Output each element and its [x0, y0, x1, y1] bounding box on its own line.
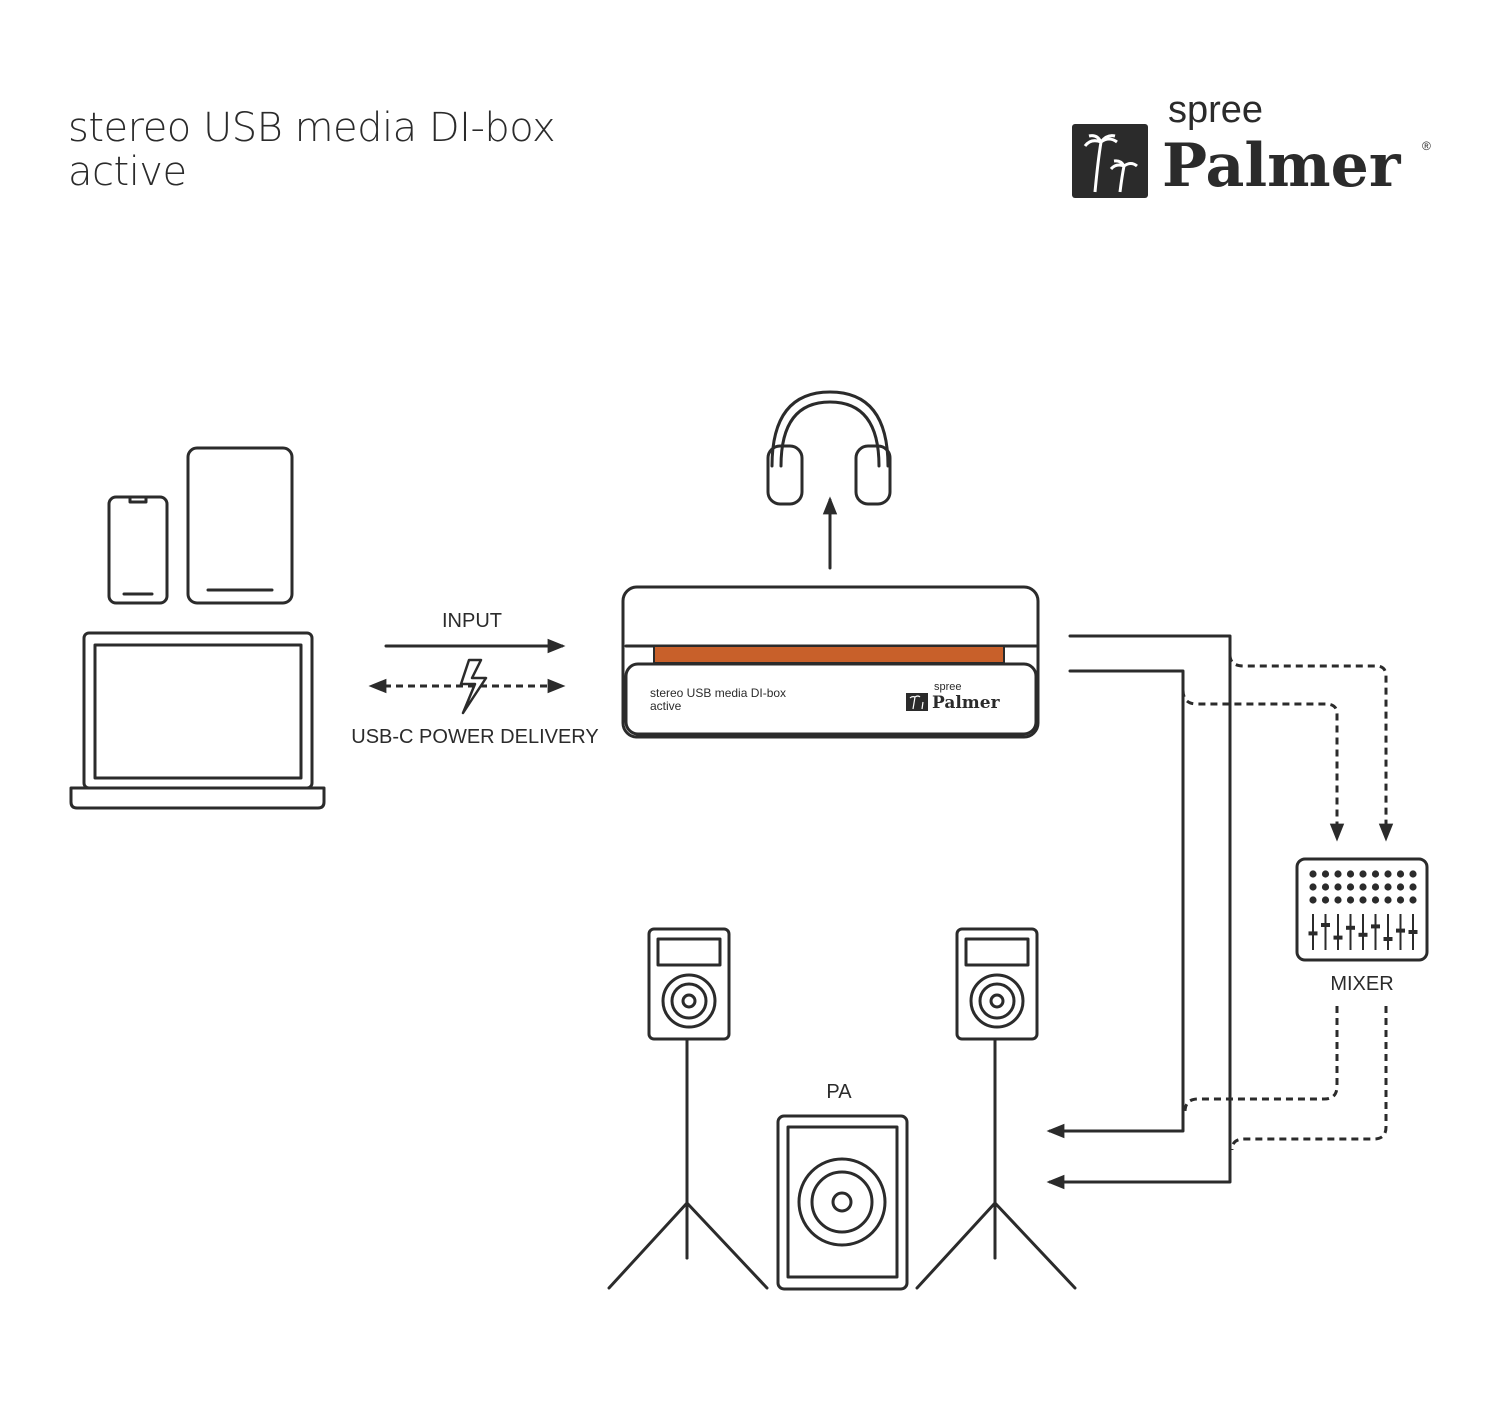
output-lines — [1046, 634, 1232, 1190]
di-box-device: stereo USB media DI-box active spree Pal… — [621, 585, 1040, 739]
device-palm-logo-icon — [906, 693, 928, 711]
mixer-knob — [1334, 870, 1342, 878]
subwoofer-icon: PA — [776, 1081, 909, 1291]
input-label: INPUT — [442, 610, 502, 632]
mixer-knob — [1334, 896, 1342, 904]
mixer-knobs — [1309, 870, 1417, 904]
device-brand-name: Palmer — [932, 693, 1001, 713]
mixer-knob — [1384, 883, 1392, 891]
palm-logo-icon — [1072, 124, 1148, 198]
mixer-routing — [1181, 654, 1394, 1151]
mixer-knob — [1321, 896, 1330, 904]
mixer-knob — [1371, 883, 1380, 891]
mixer-knob — [1396, 870, 1405, 878]
mixer-fader-handle — [1358, 932, 1368, 937]
mixer-label: MIXER — [1330, 973, 1393, 995]
lightning-icon — [459, 658, 488, 715]
mixer-knob — [1321, 870, 1330, 878]
phone-icon — [107, 495, 169, 605]
mixer-icon: MIXER — [1295, 857, 1429, 995]
diagram-title: stereo USB media DI-box active — [68, 105, 556, 195]
device-brand-top: spree — [934, 681, 962, 693]
mixer-knob — [1409, 870, 1417, 878]
input-connection: INPUT USB-C POWER DELIVERY — [351, 610, 598, 748]
pa-label: PA — [826, 1081, 852, 1103]
mixer-knob — [1409, 896, 1417, 904]
brand-top: spree — [1168, 89, 1263, 131]
device-text-line-1: stereo USB media DI-box — [650, 686, 786, 700]
mixer-knob — [1346, 870, 1355, 878]
mixer-fader-handle — [1333, 935, 1343, 940]
mixer-knob — [1396, 896, 1405, 904]
power-label: USB-C POWER DELIVERY — [351, 726, 598, 748]
headphones-icon — [766, 390, 892, 570]
mixer-fader-handle — [1371, 924, 1380, 929]
mixer-knob — [1396, 883, 1405, 891]
mixer-knob — [1371, 870, 1380, 878]
mixer-knob — [1409, 883, 1417, 891]
mixer-fader-handle — [1321, 923, 1330, 927]
tablet-icon — [186, 446, 294, 605]
mixer-fader-handle — [1308, 931, 1318, 936]
mixer-knob — [1384, 870, 1392, 878]
mixer-fader-handle — [1396, 928, 1405, 933]
brand-logo: spree Palmer ® — [1072, 89, 1431, 201]
mixer-knob — [1384, 896, 1392, 904]
mixer-fader-handle — [1408, 930, 1418, 934]
mixer-faders — [1308, 914, 1418, 950]
title-line-2: active — [68, 149, 187, 195]
laptop-icon — [69, 631, 326, 810]
mixer-knob — [1309, 896, 1317, 904]
speaker-left-icon — [607, 927, 769, 1290]
speaker-right-icon — [915, 927, 1077, 1290]
mixer-knob — [1321, 883, 1330, 891]
mixer-knob — [1346, 896, 1355, 904]
mixer-knob — [1359, 896, 1367, 904]
brand-name: Palmer — [1162, 131, 1402, 201]
brand-registered-mark: ® — [1422, 139, 1431, 153]
mixer-fader-handle — [1383, 937, 1393, 941]
device-text-line-2: active — [650, 699, 682, 713]
mixer-knob — [1309, 870, 1317, 878]
title-line-1: stereo USB media DI-box — [68, 105, 556, 151]
mixer-knob — [1309, 883, 1317, 891]
mixer-fader-handle — [1346, 925, 1355, 930]
mixer-knob — [1359, 883, 1367, 891]
mixer-knob — [1359, 870, 1367, 878]
mixer-knob — [1371, 896, 1380, 904]
device-accent-strip — [653, 645, 1005, 664]
mixer-knob — [1346, 883, 1355, 891]
mixer-knob — [1334, 883, 1342, 891]
